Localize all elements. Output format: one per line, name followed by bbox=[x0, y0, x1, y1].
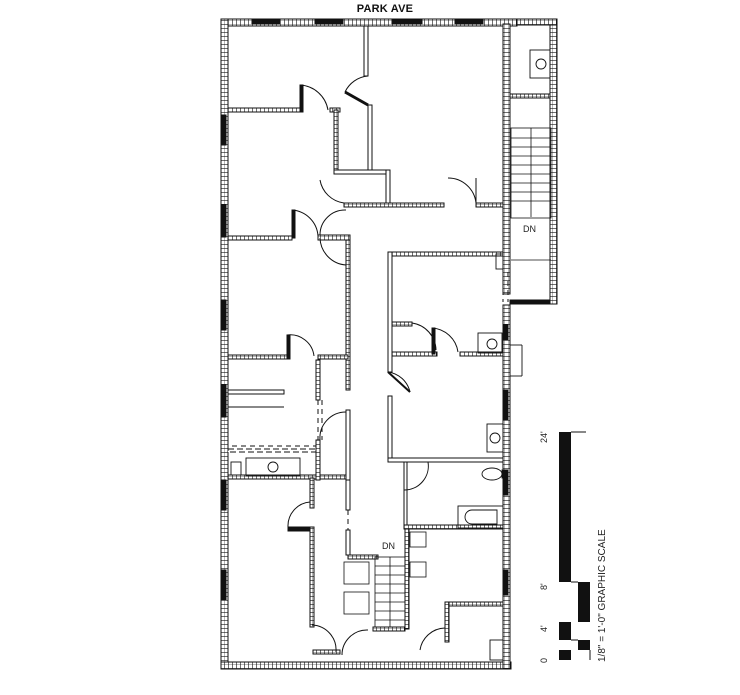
stairs-south bbox=[343, 531, 427, 628]
interior-walls bbox=[227, 25, 551, 655]
scale-tick-0: 0 bbox=[539, 657, 549, 663]
doors bbox=[286, 75, 477, 656]
sink-icon bbox=[477, 332, 503, 354]
scale-title: 1/8" = 1'-0" GRAPHIC SCALE bbox=[597, 529, 608, 662]
graphic-scale bbox=[559, 431, 591, 660]
dashed-openings bbox=[232, 272, 509, 530]
fixtures bbox=[228, 49, 551, 661]
stair-south-label: DN bbox=[382, 541, 395, 551]
sink-icon bbox=[245, 457, 301, 477]
stairs-north bbox=[510, 127, 552, 261]
scale-tick-4: 4' bbox=[539, 625, 549, 632]
bathtub-icon bbox=[457, 505, 504, 529]
scale-tick-24: 24' bbox=[539, 431, 549, 443]
sink-icon bbox=[486, 423, 504, 453]
scale-tick-8: 8' bbox=[539, 583, 549, 590]
toilet-icon bbox=[481, 467, 503, 481]
sink-icon bbox=[529, 49, 551, 79]
stair-north-label: DN bbox=[523, 224, 536, 234]
street-label-park-ave: PARK AVE bbox=[356, 3, 414, 15]
exterior-walls bbox=[220, 18, 558, 670]
